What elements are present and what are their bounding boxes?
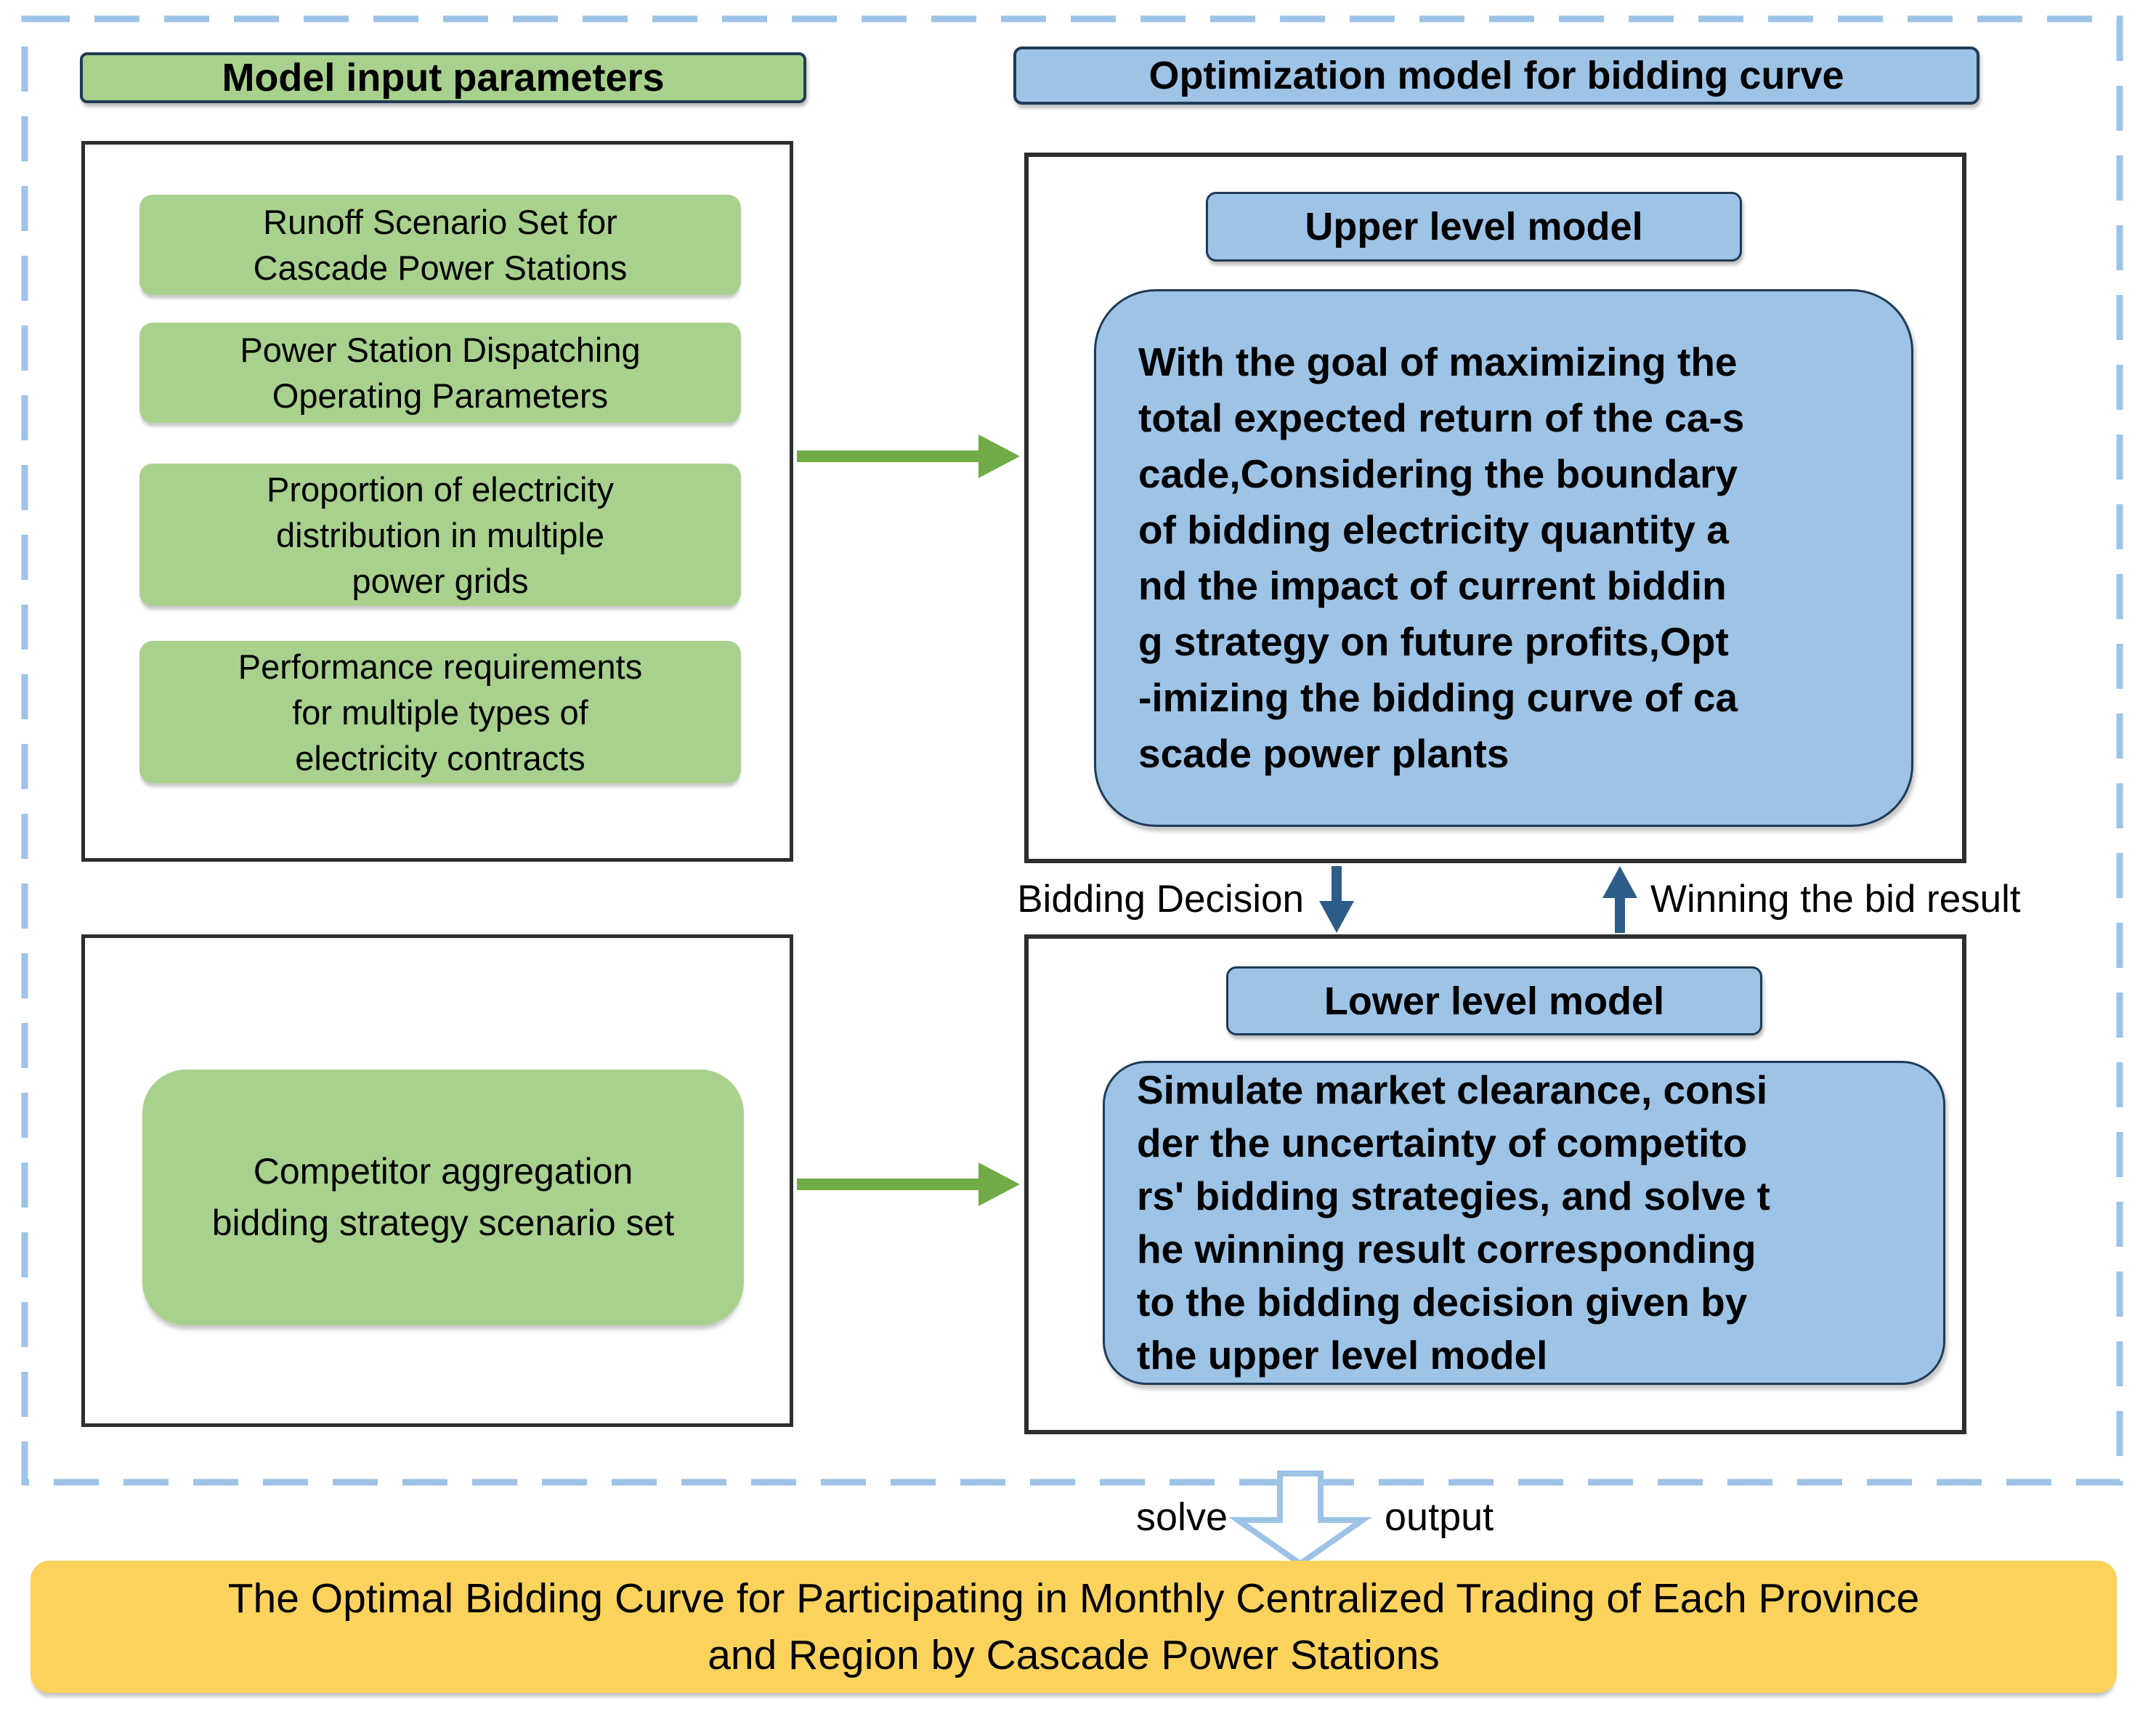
solve-output-arrow-icon: [1228, 1471, 1372, 1567]
text-line: Power Station Dispatching: [240, 331, 641, 369]
text-line: for multiple types of: [292, 692, 588, 732]
bidding-decision-label: Bidding Decision: [1017, 878, 1304, 921]
text-line: of bidding electricity quantity a: [1138, 507, 1729, 552]
text-line: total expected return of the ca-s: [1138, 395, 1745, 440]
solve-label: solve: [1135, 1495, 1228, 1539]
winning-bid-result-label: Winning the bid result: [1650, 878, 2021, 921]
text-line: Runoff Scenario Set for: [263, 203, 617, 241]
text-line: he winning result corresponding: [1137, 1226, 1756, 1272]
optimal-bidding-curve-result: The Optimal Bidding Curve for Participat…: [31, 1561, 2117, 1693]
lower-model-title: Lower level model: [1226, 966, 1762, 1035]
text-line: power grids: [352, 561, 529, 600]
green-arrow-right-lower-icon: [797, 1163, 1020, 1206]
output-label: output: [1385, 1495, 1494, 1539]
text-line: bidding strategy scenario set: [211, 1202, 675, 1243]
text-line: Simulate market clearance, consi: [1137, 1067, 1768, 1112]
text-line: -imizing the bidding curve of ca: [1138, 675, 1738, 720]
green-arrow-right-upper-icon: [797, 434, 1020, 478]
left-panel-header: Model input parameters: [80, 52, 806, 103]
down-arrow-icon: [1319, 866, 1354, 933]
dashed-boundary: [21, 15, 2123, 1486]
text-line: scade power plants: [1138, 731, 1509, 776]
text-line: Proportion of electricity: [266, 469, 615, 509]
text-line: Operating Parameters: [272, 376, 609, 415]
text-line: With the goal of maximizing the: [1138, 339, 1738, 384]
text-line: rs' bidding strategies, and solve t: [1137, 1173, 1770, 1218]
lower-model-body: Simulate market clearance, consi der the …: [1103, 1061, 1945, 1385]
up-arrow-icon: [1602, 866, 1637, 933]
text-line: the upper level model: [1137, 1333, 1548, 1378]
text-line: Competitor aggregation: [253, 1151, 633, 1192]
text-line: nd the impact of current biddin: [1138, 563, 1727, 608]
text-line: Cascade Power Stations: [253, 248, 628, 287]
upper-model-title: Upper level model: [1206, 192, 1742, 262]
text-line: and Region by Cascade Power Stations: [708, 1632, 1440, 1678]
input-box-distribution-proportion: Proportion of electricity distribution in…: [139, 464, 741, 606]
text-line: cade,Considering the boundary: [1138, 451, 1738, 496]
text-line: Performance requirements: [238, 647, 643, 686]
text-line: to the bidding decision given by: [1137, 1280, 1748, 1325]
competitor-scenario-box: Competitor aggregation bidding strategy s…: [142, 1070, 744, 1325]
text-line: The Optimal Bidding Curve for Participat…: [227, 1575, 1920, 1622]
input-box-performance-requirements: Performance requirements for multiple typ…: [139, 641, 741, 783]
right-panel-header: Optimization model for bidding curve: [1013, 47, 1979, 105]
text-line: distribution in multiple: [276, 515, 604, 554]
text-line: electricity contracts: [295, 738, 585, 777]
text-line: der the uncertainty of competito: [1137, 1120, 1748, 1165]
text-line: g strategy on future profits,Opt: [1138, 619, 1729, 664]
upper-model-body: With the goal of maximizing the total exp…: [1094, 289, 1913, 827]
